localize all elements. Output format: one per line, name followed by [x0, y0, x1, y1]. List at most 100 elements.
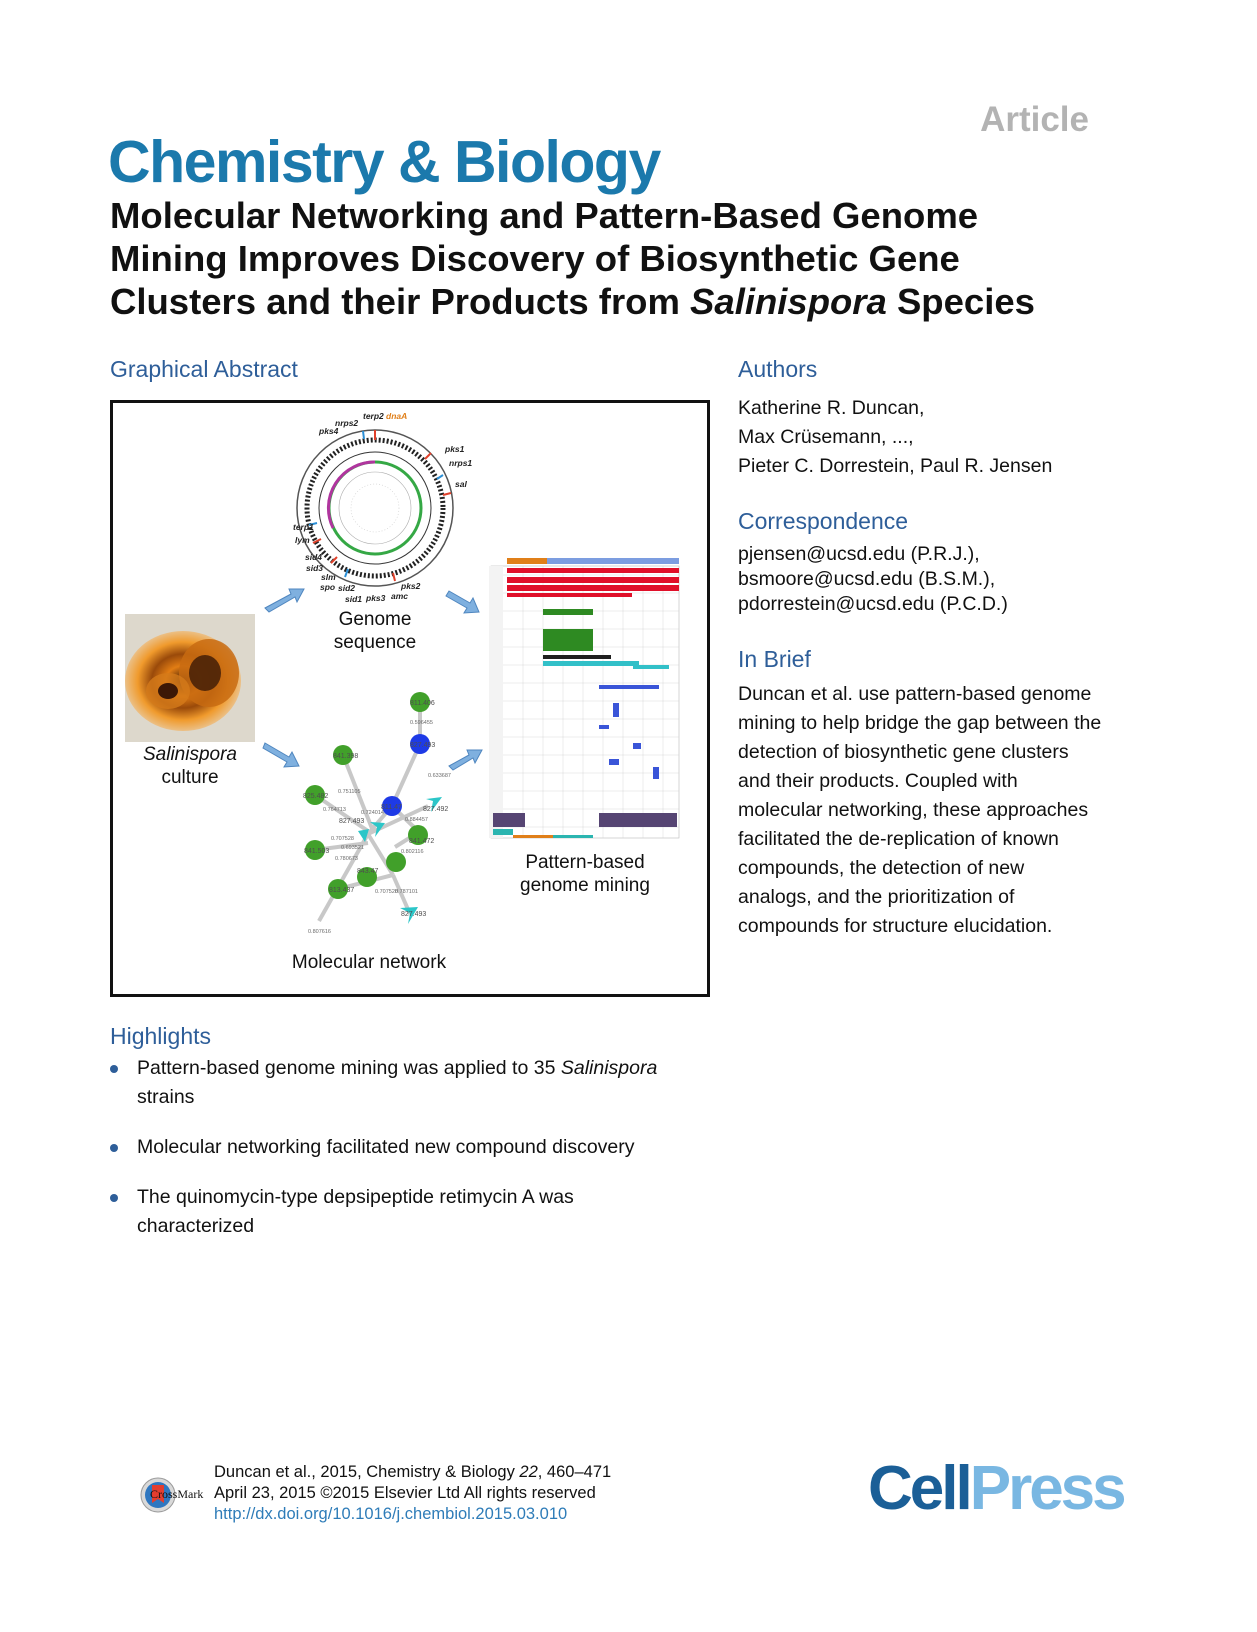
title-line-2: Mining Improves Discovery of Biosyntheti… — [110, 238, 960, 279]
network-node — [426, 797, 442, 812]
node-label: 813.437 — [329, 887, 354, 894]
network-label: Molecular network — [292, 952, 447, 973]
article-title: Molecular Networking and Pattern-Based G… — [110, 194, 1150, 323]
email-link[interactable]: bsmoore@ucsd.edu (B.S.M.), — [738, 568, 996, 590]
crossmark-label[interactable]: CrossMark — [150, 1487, 204, 1501]
highlight-item: The quinomycin-type depsipeptide retimyc… — [110, 1183, 697, 1241]
network-node — [370, 822, 385, 837]
gene-label: terp1 — [293, 522, 314, 532]
node-label: 841.472 — [409, 838, 434, 845]
highlight-text: The quinomycin-type depsipeptide retimyc… — [137, 1186, 574, 1237]
correspondence-heading: Correspondence — [738, 508, 909, 534]
edge-label: 0.707528 — [331, 836, 354, 842]
network-node — [333, 745, 353, 765]
bullet-icon — [110, 1144, 118, 1152]
gene-label: lym — [295, 535, 310, 545]
node-label: 811.406 — [410, 700, 435, 707]
title-line-1: Molecular Networking and Pattern-Based G… — [110, 195, 979, 236]
node-label: 841.503 — [304, 848, 329, 855]
gene-label: nrps1 — [449, 458, 472, 468]
brief-line: molecular networking, these approaches — [738, 799, 1089, 821]
mining-label-2: genome mining — [520, 875, 650, 896]
citation-block: Duncan et al., 2015, Chemistry & Biology… — [214, 1462, 611, 1525]
in-brief-heading: In Brief — [738, 646, 811, 672]
node-label: 841.398 — [333, 753, 358, 760]
brief-line: compounds, the detection of new — [738, 857, 1025, 879]
gene-label: sid2 — [338, 583, 355, 593]
article-type-label: Article — [980, 100, 1089, 139]
brief-line: mining to help bridge the gap between th… — [738, 712, 1102, 734]
edge-label: 0.633687 — [428, 773, 451, 779]
doi-link[interactable]: http://dx.doi.org/10.1016/j.chembiol.201… — [214, 1505, 568, 1523]
flow-arrow — [262, 742, 300, 768]
node-label: 811.47 — [381, 804, 402, 811]
genome-label-2: sequence — [334, 632, 416, 653]
author-list: Katherine R. Duncan, Max Crüsemann, ...,… — [738, 394, 1052, 481]
node-label: 843.47 — [357, 868, 379, 875]
node-label: 827.493 — [410, 742, 435, 749]
brief-line: compounds for structure elucidation. — [738, 915, 1053, 937]
network-node — [408, 825, 428, 845]
highlights-heading: Highlights — [110, 1023, 211, 1049]
citation-line: Duncan et al., 2015, Chemistry & Biology… — [214, 1463, 612, 1481]
flow-arrow-group — [262, 588, 483, 771]
gene-label: terp2 — [363, 411, 384, 421]
network-node — [382, 796, 402, 816]
gene-label: slm — [321, 572, 336, 582]
author-line: Max Crüsemann, ..., — [738, 426, 914, 448]
node-label: 825.482 — [303, 793, 328, 800]
edge-label: 0.764713 — [323, 807, 346, 813]
network-node — [400, 907, 418, 924]
culture-photo — [125, 614, 255, 742]
brief-line: facilitated the de-replication of known — [738, 828, 1059, 850]
brief-line: and their products. Coupled with — [738, 770, 1018, 792]
graphical-abstract-canvas: Salinispora culture nrps2 terp2 dnaA pks… — [125, 411, 680, 973]
gene-label: pks4 — [318, 426, 339, 436]
copyright-line: April 23, 2015 ©2015 Elsevier Ltd All ri… — [214, 1484, 596, 1502]
network-node — [410, 734, 430, 754]
genome-mining-heatmap — [489, 558, 680, 839]
edge-label: 0.751105 — [338, 789, 361, 795]
gene-label: sid3 — [306, 563, 323, 573]
culture-label-genus: Salinispora — [143, 744, 237, 765]
network-node — [386, 852, 406, 872]
genome-label-1: Genome — [339, 609, 412, 630]
graphical-abstract-figure: Salinispora culture nrps2 terp2 dnaA pks… — [110, 400, 710, 997]
email-link[interactable]: pdorrestein@ucsd.edu (P.C.D.) — [738, 593, 1008, 615]
correspondence-list: pjensen@ucsd.edu (P.R.J.), bsmoore@ucsd.… — [738, 542, 1008, 617]
gene-label: pks2 — [400, 581, 421, 591]
author-line: Katherine R. Duncan, — [738, 397, 925, 419]
edge-label: 0.807616 — [308, 929, 331, 935]
gene-label: pks1 — [444, 444, 465, 454]
gene-label: sid4 — [305, 552, 322, 562]
gene-label: nrps2 — [335, 418, 358, 428]
molecular-network: 811.406 827.493 841.398 825.482 841.503 … — [303, 692, 451, 935]
culture-label: culture — [161, 767, 218, 788]
flow-arrow — [448, 749, 483, 771]
author-line: Pieter C. Dorrestein, Paul R. Jensen — [738, 455, 1053, 477]
in-brief-text: Duncan et al. use pattern-based genome m… — [738, 680, 1138, 941]
crossmark-icon[interactable] — [110, 1477, 210, 1513]
highlight-item: Molecular networking facilitated new com… — [110, 1133, 697, 1162]
network-node — [305, 785, 325, 805]
network-node — [358, 829, 369, 842]
journal-name: Chemistry & Biology — [108, 129, 661, 195]
email-link[interactable]: pjensen@ucsd.edu (P.R.J.), — [738, 543, 980, 565]
network-node — [305, 840, 325, 860]
node-label: 827.492 — [423, 806, 448, 813]
title-line-3: Clusters and their Products from Salinis… — [110, 281, 1035, 322]
network-node — [410, 692, 430, 712]
edge-label: 0.724014 — [361, 810, 384, 816]
gene-label: sid1 — [345, 594, 362, 604]
edge-label: 0.693521 — [341, 845, 364, 851]
graphical-abstract-heading: Graphical Abstract — [110, 356, 298, 382]
mining-label-1: Pattern-based — [525, 852, 644, 873]
gene-label: sal — [455, 479, 467, 489]
network-node — [357, 867, 377, 887]
edge-label: 0.780673 — [335, 856, 358, 862]
gene-label: spo — [320, 582, 335, 592]
node-label: 827.493 — [339, 818, 364, 825]
bullet-icon — [110, 1194, 118, 1202]
brief-line: detection of biosynthetic gene clusters — [738, 741, 1069, 763]
edge-label: 0.802116 — [401, 849, 424, 855]
